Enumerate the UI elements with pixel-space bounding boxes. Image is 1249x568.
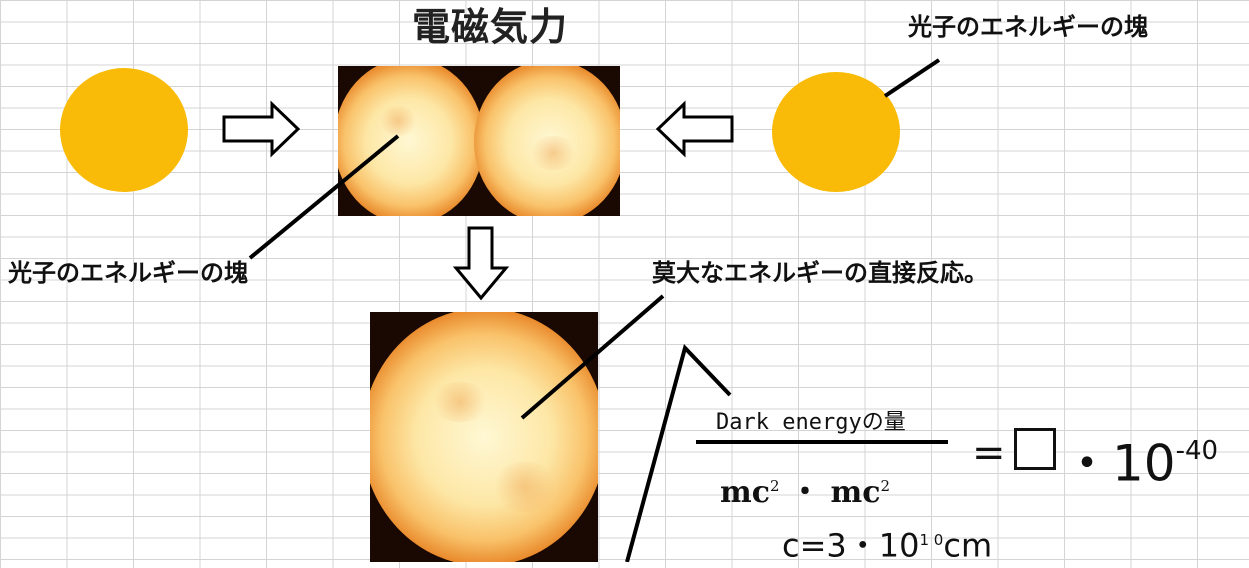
formula-multiplier: ・10 [1062,434,1176,493]
fire-texture [430,382,490,422]
denominator-term: mc [830,475,881,510]
arrow-left-icon [655,100,734,158]
fireball-left [338,66,484,216]
denominator-exponent: 2 [880,477,891,495]
reaction-image [370,312,598,562]
c-value-base: c=3・10 [782,526,920,565]
fire-texture [378,106,418,136]
callout-line-reaction [520,294,665,420]
formula-exponent: -40 [1175,436,1219,466]
diagram-title: 電磁気力 [411,5,568,49]
denominator-separator: ・ [779,475,831,510]
label-photon-energy-top-right: 光子のエネルギーの塊 [908,13,1148,41]
denominator-exponent: 2 [770,477,780,495]
photon-left [60,68,188,192]
arrow-down-icon [452,226,510,301]
c-value-unit: cm [943,526,993,565]
fire-texture [528,136,578,170]
photon-right [772,72,900,192]
callout-line-top-right [883,58,941,98]
c-value-exponent: 1 0 [919,531,944,549]
arrow-right-icon [222,100,301,158]
label-reaction: 莫大なエネルギーの直接反応。 [652,259,988,287]
formula-numerator: Dark energyの量 [716,410,906,435]
formula-denominator: mc2 ・ mc2 [720,466,890,513]
callout-line-formula [625,344,732,562]
fire-texture [490,462,560,512]
fireball-merged [370,312,598,562]
speed-of-light-value: c=3・101 0cm [782,518,992,568]
label-photon-energy-left: 光子のエネルギーの塊 [8,259,248,287]
blank-square [1014,428,1056,470]
collision-image [338,66,620,216]
formula-power: ・10-40 [1062,425,1218,494]
callout-line-left [248,134,400,260]
formula-equals: = [972,430,1006,476]
denominator-term: mc [720,475,771,510]
